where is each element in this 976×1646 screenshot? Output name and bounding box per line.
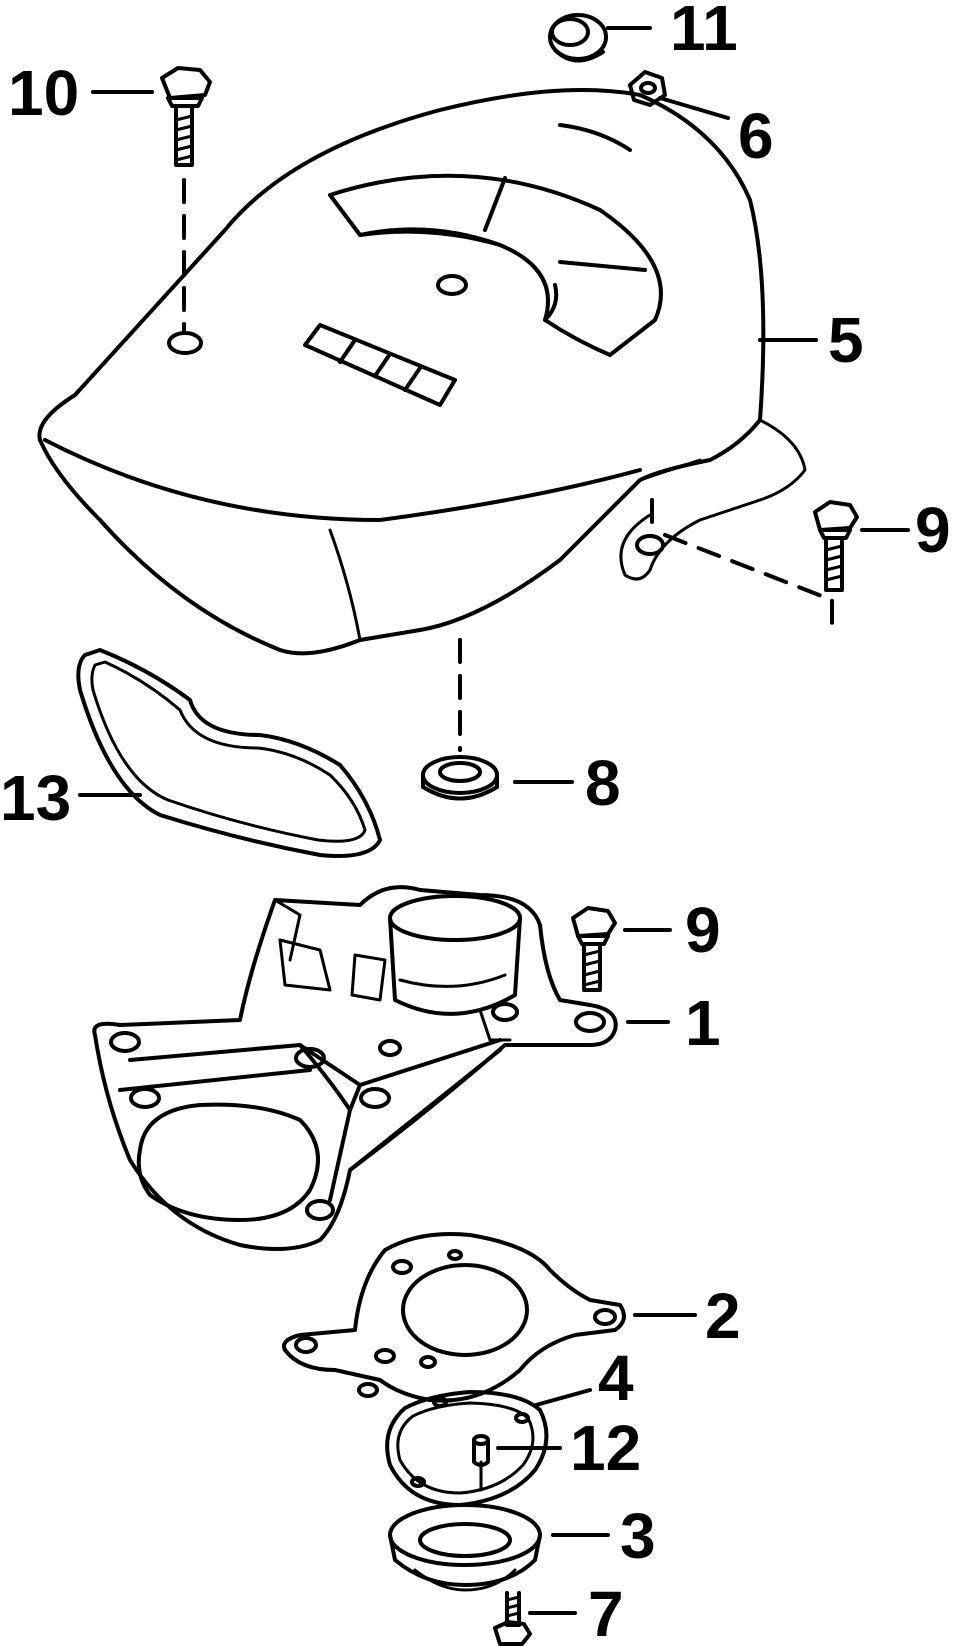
callout-7: 7: [588, 1578, 624, 1646]
callout-9-lower: 9: [685, 894, 721, 966]
part-3-cup: [388, 1503, 542, 1592]
dash-bolt-9: [663, 533, 834, 632]
part-9-bolt-upper: [813, 500, 859, 592]
part-1-adapter: [92, 885, 618, 1251]
leader-lines: [78, 26, 910, 1615]
callout-3: 3: [620, 1500, 656, 1572]
part-13-gasket: [76, 648, 382, 858]
part-8-washer: [421, 755, 499, 801]
callout-11: 11: [670, 0, 738, 64]
callout-4: 4: [598, 1342, 634, 1414]
part-5-cover: [37, 88, 807, 656]
callout-13: 13: [0, 762, 71, 834]
part-2-gasket: [282, 1232, 626, 1403]
part-7-screw: [493, 1591, 532, 1646]
callout-8: 8: [585, 747, 621, 819]
callout-2: 2: [705, 1280, 741, 1352]
part-12-pin: [472, 1434, 490, 1492]
callout-12: 12: [570, 1412, 641, 1484]
assembly-dashed-lines: [182, 178, 834, 752]
part-9-bolt-lower: [571, 906, 617, 992]
callout-labels: 11 6 10 5 9 13 8 9 1 2 4 12 3 7: [0, 0, 951, 1646]
callout-9-upper: 9: [915, 494, 951, 566]
part-10-bolt: [160, 66, 212, 167]
part-6-nut: [628, 70, 667, 107]
callout-1: 1: [685, 987, 721, 1059]
callout-5: 5: [828, 304, 864, 376]
callout-10: 10: [8, 57, 79, 129]
part-11-grommet: [548, 13, 608, 63]
callout-6: 6: [738, 100, 774, 172]
